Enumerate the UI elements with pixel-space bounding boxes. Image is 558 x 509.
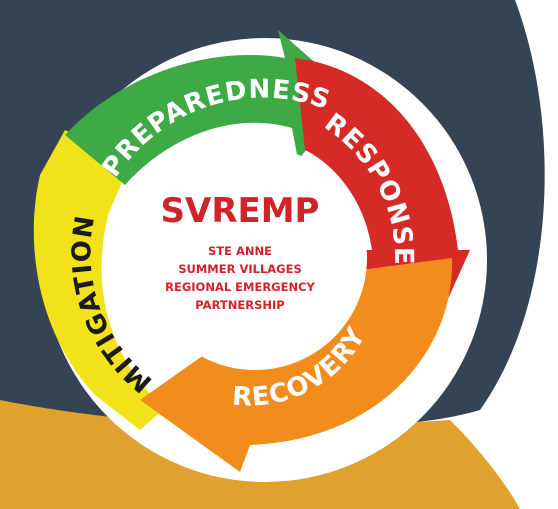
center-circle bbox=[143, 146, 367, 370]
cycle-ring bbox=[33, 30, 470, 472]
mitigation-segment bbox=[33, 130, 165, 430]
center-subtitle-line-1: STE ANNE bbox=[208, 244, 272, 258]
preparedness-segment bbox=[65, 30, 352, 185]
center-subtitle-line-2: SUMMER VILLAGES bbox=[178, 262, 302, 276]
center-subtitle-line-4: PARTNERSHIP bbox=[195, 298, 284, 312]
recovery-segment bbox=[140, 258, 453, 472]
center-subtitle-line-3: REGIONAL EMERGENCY bbox=[165, 280, 315, 294]
center-title: SVREMP bbox=[161, 191, 320, 231]
